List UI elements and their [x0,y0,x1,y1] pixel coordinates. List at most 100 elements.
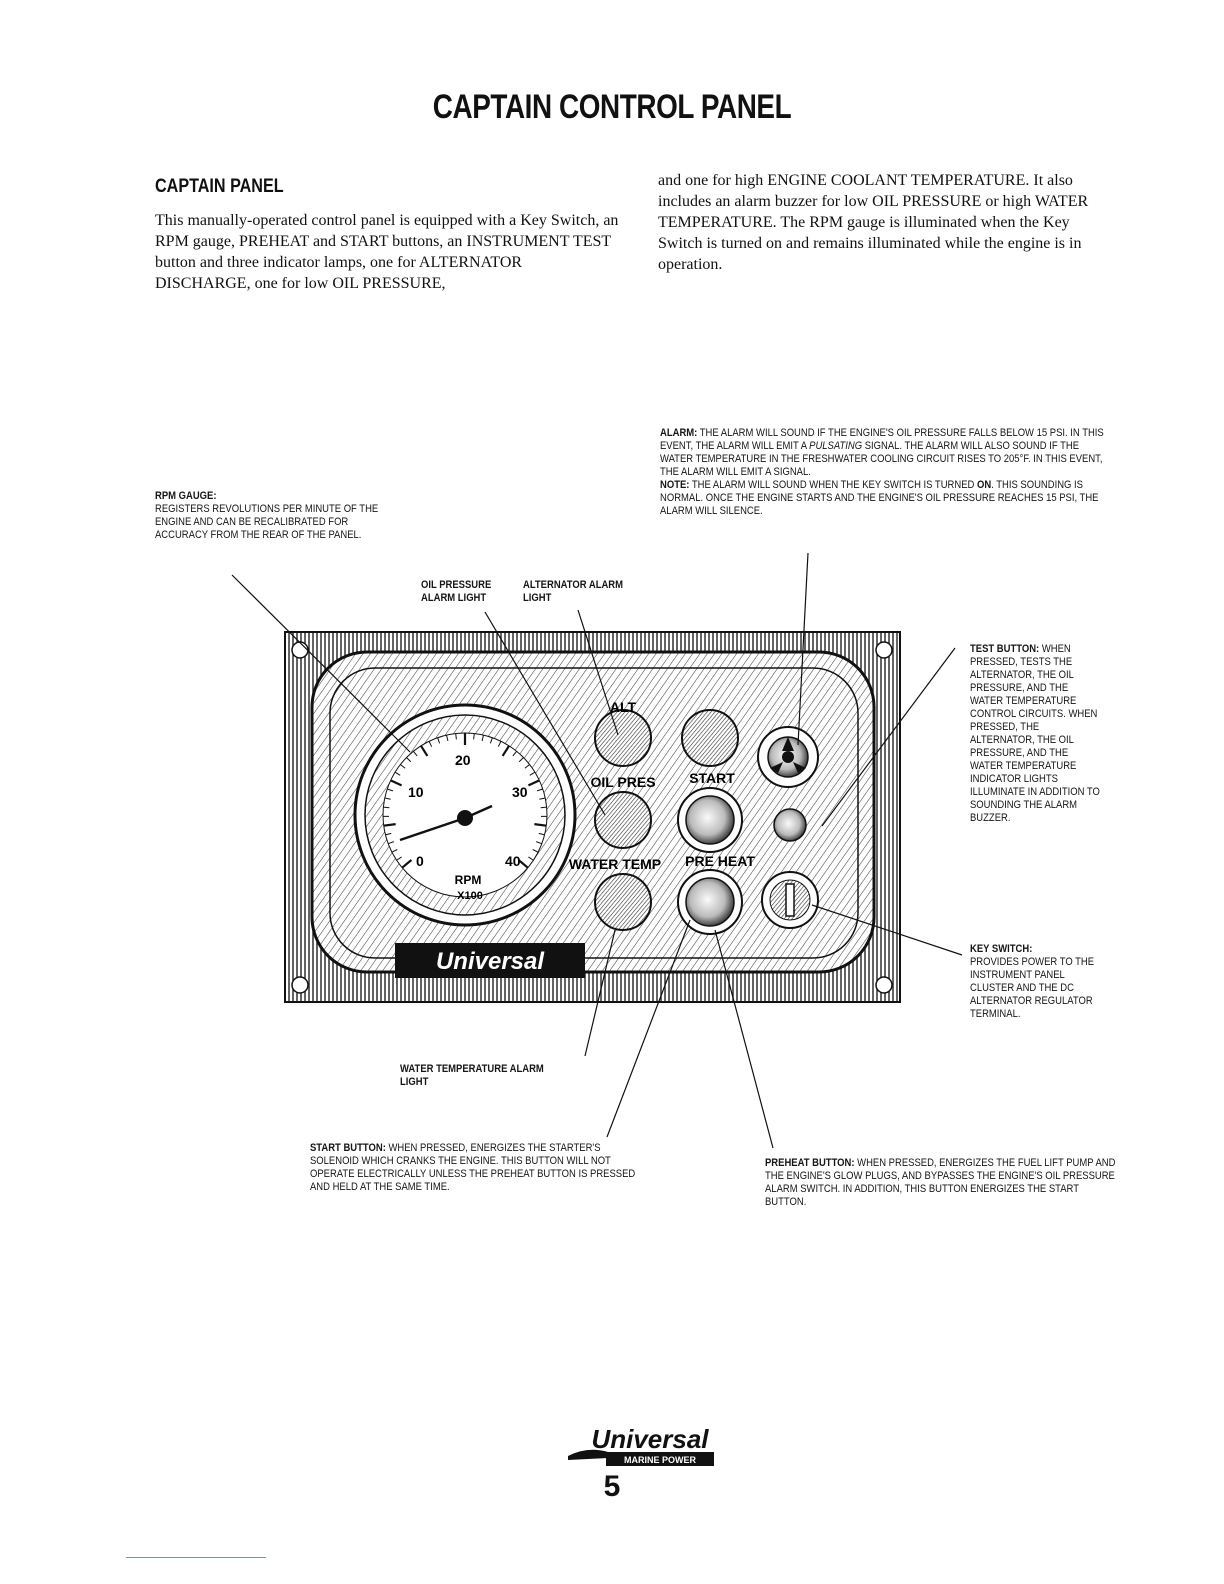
start-button[interactable]: START [677,770,743,853]
start-button-text-label: START [689,770,735,786]
oil-pressure-lamp [594,791,652,849]
page-title: CAPTAIN CONTROL PANEL [432,88,792,126]
section-heading: CAPTAIN PANEL [155,176,284,197]
gauge-tick [390,779,403,787]
gauge-tick [501,745,510,757]
gauge-tick [524,764,530,769]
gauge-tick [497,741,502,747]
test-button[interactable] [757,726,819,788]
screw-icon [875,976,893,994]
preheat-button-callout: PREHEAT BUTTON: WHEN PRESSED, ENERGIZES … [765,1157,1122,1209]
gauge-tick [489,737,493,744]
gauge-tick [391,849,398,853]
intro-paragraph-right: and one for high ENGINE COOLANT TEMPERAT… [658,172,1089,273]
screw-icon [875,641,893,659]
alt-lamp-label: ALT [610,699,637,715]
gauge-hub [457,810,473,826]
gauge-tick [420,745,429,757]
gauge-tick [400,764,406,769]
leader-lines [231,552,963,1149]
preheat-button-text-label: PRE HEAT [685,853,755,869]
gauge-tick-label: 30 [512,784,528,800]
start-button-text: WHEN PRESSED, ENERGIZES THE STARTER'S SO… [310,1142,636,1193]
gauge-tick [529,771,536,776]
gauge-tick [385,832,392,836]
test-button-text: WHEN PRESSED, TESTS THE ALTERNATOR, THE … [970,643,1100,824]
gauge-tick [512,750,517,757]
gauge-tick [536,841,542,845]
alarm-callout: ALARM: THE ALARM WILL SOUND IF THE ENGIN… [660,427,1107,518]
page-number: 5 [603,1470,621,1503]
gauge-tick [517,859,529,869]
gauge-tick [539,797,546,800]
wave-icon [568,1449,608,1460]
rpm-gauge-callout: RPM GAUGE: REGISTERS REVOLUTIONS PER MIN… [155,490,379,542]
gauge-tick [401,859,413,869]
gauge-tick-label: 20 [455,752,471,768]
alarm-callout-italic: PULSATING [809,440,863,452]
footer-logo-sub: MARINE POWER [624,1455,697,1465]
gauge-tick [383,806,390,809]
note-on: ON [976,479,992,491]
gauge-tick [387,788,394,792]
rpm-gauge: 0 10 20 30 40 RPM X100 [353,703,577,927]
gauge-tick [455,733,457,740]
gauge-tick [536,788,543,792]
note-label: NOTE: [660,479,690,491]
start-button-callout: START BUTTON: WHEN PRESSED, ENERGIZES TH… [310,1142,645,1194]
preheat-button-label: PREHEAT BUTTON: [765,1157,855,1169]
gauge-tick [446,734,449,742]
gauge-tick [528,856,534,861]
alarm-callout-text: THE ALARM WILL SOUND IF THE ENGINE'S OIL… [660,427,1104,452]
water-temp-lamp [594,873,652,931]
panel-brand-logo: Universal [395,943,585,978]
intro-paragraph-left: This manually-operated control panel is … [155,212,619,292]
gauge-tick-label: 0 [416,853,424,869]
gauge-needle [399,816,466,842]
gauge-tick [527,779,540,787]
water-temp-lamp-label: WATER TEMP [569,856,661,872]
gauge-tick [534,823,547,827]
gauge-tick [473,733,475,740]
gauge-tick-label: 40 [505,853,521,869]
screw-icon [291,976,309,994]
start-button-label: START BUTTON: [310,1142,386,1154]
oil-pressure-lamp-label: OIL PRES [590,774,655,790]
gauge-unit: RPM [455,873,482,887]
key-switch-text: PROVIDES POWER TO THE INSTRUMENT PANEL C… [970,956,1095,1020]
footer-rule [126,1557,266,1558]
spare-lamp [681,709,739,767]
gauge-tick [428,741,433,747]
test-button-callout: TEST BUTTON: WHEN PRESSED, TESTS THE ALT… [970,643,1103,825]
preheat-button-text: WHEN PRESSED, ENERGIZES THE FUEL LIFT PU… [765,1157,1116,1208]
alarm-callout-label: ALARM: [660,427,698,439]
footer-logo-brand: Universal [591,1424,709,1454]
key-switch-label: KEY SWITCH: [970,943,1033,955]
gauge-tick [538,832,545,836]
gauge-tick [437,737,441,744]
alarm-callout-text-2: SIGNAL. THE ALARM WILL ALSO SOUND IF THE… [660,440,1103,478]
note-text-2: . THIS SOUNDING IS NORMAL. ONCE THE ENGI… [660,479,1099,517]
gauge-tick [394,771,401,776]
buzzer-icon [773,808,807,842]
test-button-label: TEST BUTTON: [970,643,1040,655]
key-switch[interactable] [761,871,819,929]
key-switch-callout: KEY SWITCH: PROVIDES POWER TO THE INSTRU… [970,943,1103,1021]
gauge-tick [532,849,539,853]
gauge-tick [406,757,412,763]
gauge-tick-label: 10 [408,784,424,800]
gauge-tick [383,823,396,827]
panel-brand-text: Universal [436,948,545,975]
gauge-multiplier: X100 [457,890,483,902]
key-icon [785,883,795,917]
rpm-gauge-text: REGISTERS REVOLUTIONS PER MINUTE OF THE … [155,503,379,541]
gauge-tick [384,797,391,800]
preheat-button[interactable]: PRE HEAT [677,853,755,935]
gauge-tick [388,841,394,845]
gauge-tick [518,757,524,763]
gauge-tick [481,734,484,742]
